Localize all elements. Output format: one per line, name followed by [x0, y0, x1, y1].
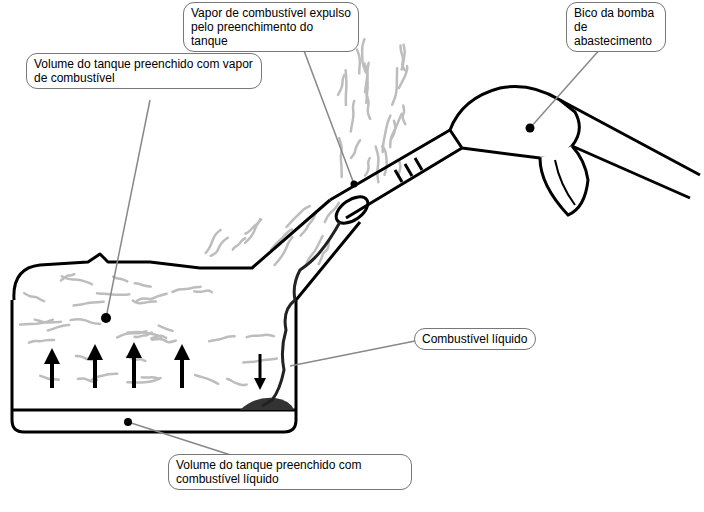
vapor-stroke	[362, 39, 366, 72]
vapor-stroke	[338, 75, 344, 95]
vapor-stroke	[357, 49, 360, 73]
callout-text: Combustível líquido	[422, 332, 528, 346]
vapor-stroke	[127, 332, 161, 337]
callout-box: Bico da bomba de abastecimento	[566, 2, 666, 52]
vapor-stroke	[74, 302, 104, 306]
vapor-stroke	[29, 340, 54, 343]
vapor-stroke	[159, 326, 173, 331]
vapor-stroke	[271, 229, 292, 249]
nozzle-lever	[540, 146, 588, 215]
vapor-stroke	[20, 320, 53, 325]
callout-box: Combustível líquido	[414, 328, 536, 350]
vapor-stroke	[152, 339, 176, 342]
spout-ring	[332, 191, 373, 228]
vapor-stroke	[137, 294, 167, 301]
vapor-stroke	[24, 293, 44, 301]
vapor-stroke	[403, 106, 406, 125]
vapor-stroke	[233, 238, 245, 249]
leader-lines	[106, 38, 610, 458]
callout-text: Bico da bomba de abastecimento	[574, 6, 658, 48]
vapor-stroke	[351, 101, 354, 132]
spout-ribs	[395, 158, 422, 182]
vapor-stroke	[142, 377, 159, 378]
vapor-stroke	[399, 66, 407, 88]
vapor-stroke	[40, 376, 59, 380]
vapor-rise-arrows	[52, 350, 182, 388]
vapor-stroke	[245, 220, 261, 243]
vapor-stroke	[211, 238, 228, 256]
leader-dots	[101, 124, 535, 427]
vapor-stroke	[365, 158, 370, 176]
callout-text: Vapor de combustível expulso pelo preenc…	[191, 6, 351, 48]
callout-box: Volume do tanque preenchido com combustí…	[168, 454, 412, 490]
vapor-stroke	[76, 356, 94, 360]
vapor-stroke	[227, 379, 247, 385]
vapor-stroke	[97, 293, 129, 294]
fuel-down-arrow	[259, 354, 262, 384]
vapor-stroke	[135, 283, 151, 286]
callout-text: Volume do tanque preenchido com vapor de…	[34, 57, 254, 85]
vapor-stroke	[390, 114, 402, 147]
callout-box: Vapor de combustível expulso pelo preenc…	[183, 2, 359, 52]
vapor-stroke	[209, 336, 234, 341]
vapor-stroke	[195, 375, 218, 384]
vapor-stroke	[376, 146, 379, 182]
vapor-stroke	[71, 319, 101, 324]
vapor-stroke	[48, 325, 69, 330]
callout-box: Volume do tanque preenchido com vapor de…	[26, 53, 262, 89]
vapor-stroke	[287, 206, 310, 227]
vapor-stroke	[172, 287, 200, 292]
tank-outline	[12, 200, 360, 432]
vapor-stroke	[133, 301, 156, 303]
vapor-strokes	[20, 39, 407, 385]
vapor-stroke	[113, 277, 127, 282]
nozzle-head	[450, 87, 579, 159]
vapor-stroke	[392, 68, 397, 105]
vapor-stroke	[62, 276, 92, 284]
callout-text: Volume do tanque preenchido com combustí…	[176, 458, 404, 486]
vapor-stroke	[247, 335, 274, 337]
vapor-stroke	[400, 46, 404, 70]
liquid-stream	[262, 222, 340, 406]
vapor-stroke	[194, 291, 212, 293]
nozzle-lever-detail	[555, 160, 575, 205]
vapor-stroke	[351, 140, 360, 158]
